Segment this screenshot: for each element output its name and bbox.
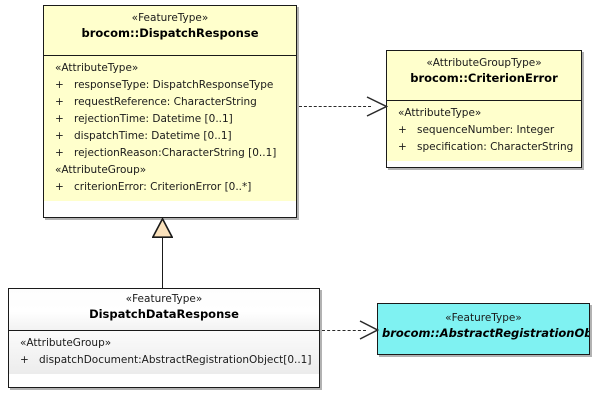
class-stereotype: «AttributeGroupType» bbox=[426, 57, 542, 69]
attribute-text: specification: CharacterString bbox=[417, 141, 574, 153]
visibility-marker: + bbox=[55, 181, 64, 193]
attribute-group-label: «AttributeType» bbox=[55, 62, 139, 74]
class-header-dispatch-data-response: «FeatureType» DispatchDataResponse bbox=[9, 289, 319, 331]
visibility-marker: + bbox=[55, 113, 64, 125]
class-name: brocom::CriterionError bbox=[410, 71, 558, 85]
attribute-text: requestReference: CharacterString bbox=[74, 96, 257, 108]
class-body-dispatch-response: «AttributeType» + responseType: DispatchR… bbox=[44, 56, 296, 201]
visibility-marker: + bbox=[398, 141, 407, 153]
attribute-text: sequenceNumber: Integer bbox=[417, 124, 555, 136]
visibility-marker: + bbox=[20, 354, 29, 366]
class-stereotype: «FeatureType» bbox=[131, 12, 209, 24]
visibility-marker: + bbox=[55, 130, 64, 142]
class-stereotype: «FeatureType» bbox=[445, 312, 522, 324]
dependency-line-criterion-error[interactable] bbox=[299, 106, 371, 107]
attribute-row[interactable]: + rejectionReason:CharacterString [0..1] bbox=[44, 145, 296, 162]
attribute-text: responseType: DispatchResponseType bbox=[74, 79, 274, 91]
attribute-group-label: «AttributeType» bbox=[398, 107, 482, 119]
attribute-row[interactable]: + specification: CharacterString bbox=[387, 139, 581, 156]
class-header-abstract-registration-object: «FeatureType» brocom::AbstractRegistrati… bbox=[378, 304, 589, 354]
visibility-marker: + bbox=[55, 96, 64, 108]
class-name: DispatchDataResponse bbox=[89, 307, 239, 321]
generalization-triangle-fill bbox=[152, 218, 172, 238]
attribute-row[interactable]: + sequenceNumber: Integer bbox=[387, 122, 581, 139]
attribute-row[interactable]: + rejectionTime: Datetime [0..1] bbox=[44, 111, 296, 128]
attribute-row[interactable]: + dispatchDocument:AbstractRegistrationOb… bbox=[9, 352, 319, 369]
class-box-dispatch-data-response[interactable]: «FeatureType» DispatchDataResponse «Attr… bbox=[8, 288, 320, 388]
class-box-abstract-registration-object[interactable]: «FeatureType» brocom::AbstractRegistrati… bbox=[377, 303, 590, 355]
attribute-group-label: «AttributeGroup» bbox=[20, 337, 112, 349]
attribute-text: dispatchDocument:AbstractRegistrationObj… bbox=[39, 354, 312, 366]
generalization-arrowhead-icon[interactable] bbox=[152, 218, 173, 238]
class-header-dispatch-response: «FeatureType» brocom::DispatchResponse bbox=[44, 6, 296, 56]
attribute-text: criterionError: CriterionError [0..*] bbox=[74, 181, 252, 193]
generalization-line[interactable] bbox=[162, 238, 163, 288]
class-name: brocom::AbstractRegistrationObject bbox=[382, 326, 589, 340]
class-body-dispatch-data-response: «AttributeGroup» + dispatchDocument:Abstr… bbox=[9, 331, 319, 374]
visibility-marker: + bbox=[55, 147, 64, 159]
visibility-marker: + bbox=[398, 124, 407, 136]
class-stereotype: «FeatureType» bbox=[125, 293, 203, 305]
attribute-text: rejectionTime: Datetime [0..1] bbox=[74, 113, 233, 125]
attribute-text: rejectionReason:CharacterString [0..1] bbox=[74, 147, 277, 159]
class-body-criterion-error: «AttributeType» + sequenceNumber: Integer… bbox=[387, 101, 581, 161]
dependency-arrowhead-icon bbox=[359, 320, 379, 340]
attribute-row[interactable]: + dispatchTime: Datetime [0..1] bbox=[44, 128, 296, 145]
dependency-line-registration-object[interactable] bbox=[322, 330, 366, 331]
class-name: brocom::DispatchResponse bbox=[81, 26, 259, 40]
class-box-criterion-error[interactable]: «AttributeGroupType» brocom::CriterionEr… bbox=[386, 50, 582, 168]
visibility-marker: + bbox=[55, 79, 64, 91]
dependency-arrowhead-icon bbox=[366, 96, 388, 117]
attribute-text: dispatchTime: Datetime [0..1] bbox=[74, 130, 232, 142]
attribute-row[interactable]: + criterionError: CriterionError [0..*] bbox=[44, 179, 296, 196]
attribute-row[interactable]: + responseType: DispatchResponseType bbox=[44, 77, 296, 94]
attribute-group-label: «AttributeGroup» bbox=[55, 164, 147, 176]
class-header-criterion-error: «AttributeGroupType» brocom::CriterionEr… bbox=[387, 51, 581, 101]
attribute-row[interactable]: + requestReference: CharacterString bbox=[44, 94, 296, 111]
class-box-dispatch-response[interactable]: «FeatureType» brocom::DispatchResponse «… bbox=[43, 5, 297, 218]
